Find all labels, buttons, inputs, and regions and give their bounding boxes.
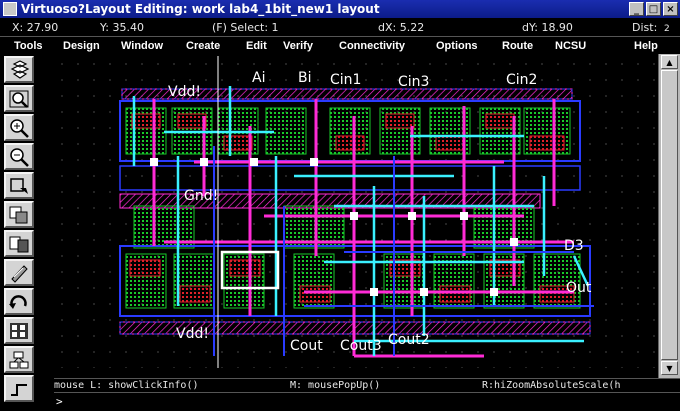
cyan-metal-routes [132,86,590,356]
pin-label-ai[interactable]: Ai [252,70,266,86]
delete-icon[interactable] [4,259,34,286]
menu-help[interactable]: Help [634,40,658,52]
mouse-binding-bar: mouse L: showClickInfo() M: mousePopUp()… [54,378,680,392]
pin-label-cin1[interactable]: Cin1 [330,72,362,88]
delta-y: dY: 18.90 [522,21,573,34]
middle-gnd-rail [119,165,581,249]
menu-verify[interactable]: Verify [283,40,313,52]
menu-window[interactable]: Window [121,40,164,52]
scroll-down-icon[interactable]: ▼ [661,361,678,375]
zoom-in-icon[interactable] [4,114,34,141]
title-bar: Virtuoso?Layout Editing: work lab4_1bit_… [0,0,680,18]
maximize-button[interactable]: □ [646,2,661,16]
menu-tools[interactable]: Tools [14,40,43,52]
mouse-left-binding: mouse L: showClickInfo() [54,380,199,391]
window-title: Virtuoso?Layout Editing: work lab4_1bit_… [21,2,380,16]
contacts [150,158,518,296]
pin-label-cin2[interactable]: Cin2 [506,72,538,88]
delta-x: dX: 5.22 [378,21,425,34]
layout-canvas[interactable]: Vdd! Ai Bi Cin1 Cin3 Cin2 Gnd! D3 Out Vd… [54,56,658,368]
pin-label-cout3[interactable]: Cout3 [340,338,382,354]
select-count: (F) Select: 1 [212,21,279,34]
pin-label-cin3[interactable]: Cin3 [398,74,430,90]
pin-label-out[interactable]: Out [566,280,592,296]
zoom-out-icon[interactable] [4,143,34,170]
pin-label-vdd-bottom[interactable]: Vdd! [176,326,209,342]
top-power-rail [121,88,573,100]
pin-label-gnd[interactable]: Gnd! [184,188,219,204]
command-line[interactable]: > [54,392,680,411]
menu-edit[interactable]: Edit [246,40,267,52]
menu-design[interactable]: Design [63,40,100,52]
pin-label-cout2[interactable]: Cout2 [388,332,430,348]
pin-label-bi[interactable]: Bi [298,70,312,86]
pin-label-vdd-top[interactable]: Vdd! [168,84,201,100]
menu-options[interactable]: Options [436,40,478,52]
y-coordinate: Y: 35.40 [100,21,144,34]
tool-palette [0,54,54,411]
close-button[interactable]: × [663,2,678,16]
selection-box [220,250,280,290]
pin-label-d3[interactable]: D3 [564,238,584,254]
zoom-fit-icon[interactable] [4,85,34,112]
menu-ncsu[interactable]: NCSU [555,40,587,52]
window-menu-icon[interactable] [3,2,17,16]
save-icon[interactable] [4,56,34,83]
minimize-button[interactable]: _ [629,2,644,16]
scroll-up-icon[interactable]: ▲ [661,55,678,69]
path-icon[interactable] [4,375,34,402]
menu-bar: Tools Design Window Create Edit Verify C… [0,36,680,54]
status-counter: 2 [664,24,670,34]
scroll-thumb[interactable] [661,70,678,360]
x-coordinate: X: 27.90 [12,21,59,34]
hierarchy-icon[interactable] [4,346,34,373]
undo-icon[interactable] [4,288,34,315]
vertical-scrollbar[interactable]: ▲ ▼ [658,54,680,378]
blue-metal-routes [213,146,594,356]
layout-drawing [119,56,594,368]
command-prompt[interactable]: > [56,395,63,408]
properties-icon[interactable] [4,317,34,344]
mouse-middle-binding: M: mousePopUp() [290,380,381,391]
menu-create[interactable]: Create [186,40,221,52]
move-icon[interactable] [4,230,34,257]
menu-connectivity[interactable]: Connectivity [339,40,406,52]
magenta-metal-routes [152,99,574,358]
distance: Dist: [632,21,658,34]
stretch-icon[interactable] [4,172,34,199]
pin-label-cout[interactable]: Cout [290,338,323,354]
mouse-right-binding: R:hiZoomAbsoluteScale(h [482,380,621,391]
coordinate-status-bar: X: 27.90 Y: 35.40 (F) Select: 1 dX: 5.22… [0,18,680,36]
copy-icon[interactable] [4,201,34,228]
menu-route[interactable]: Route [502,40,534,52]
